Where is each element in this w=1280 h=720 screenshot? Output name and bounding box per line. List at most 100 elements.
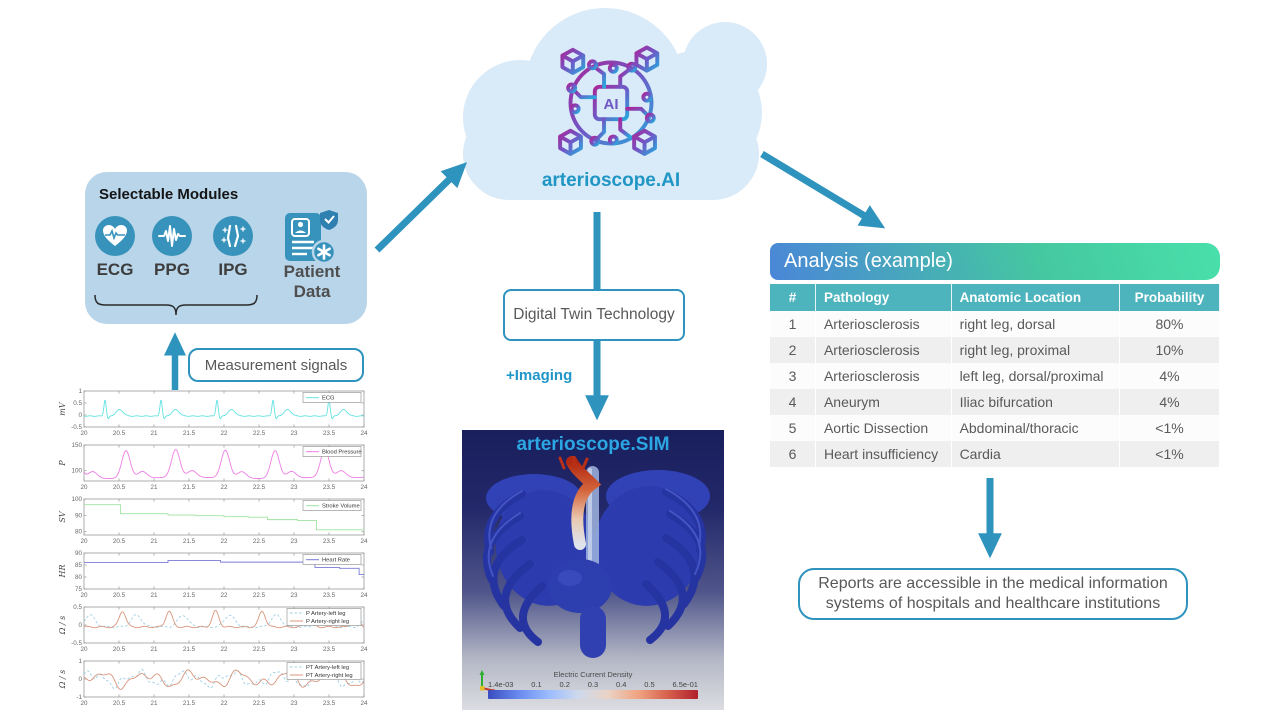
sim-title: arterioscope.SIM xyxy=(516,434,670,455)
svg-text:22.5: 22.5 xyxy=(253,646,266,653)
svg-text:22.5: 22.5 xyxy=(253,592,266,599)
cloud-base xyxy=(463,108,759,200)
svg-text:21.5: 21.5 xyxy=(183,430,196,437)
svg-text:21: 21 xyxy=(150,538,158,545)
svg-text:100: 100 xyxy=(71,496,82,503)
svg-text:21.5: 21.5 xyxy=(183,538,196,545)
svg-text:20.5: 20.5 xyxy=(113,646,126,653)
svg-text:23: 23 xyxy=(290,700,298,707)
ipg-legs-icon xyxy=(213,216,253,256)
svg-text:20: 20 xyxy=(80,646,88,653)
shield-check-icon xyxy=(320,210,338,230)
colorbar-tick: 0.4 xyxy=(616,680,627,689)
svg-text:0.5: 0.5 xyxy=(73,604,82,611)
svg-text:-1: -1 xyxy=(76,694,82,701)
module-label-ecg: ECG xyxy=(96,260,134,279)
svg-text:Blood Pressure: Blood Pressure xyxy=(322,450,362,456)
module-label-ppg: PPG xyxy=(154,260,190,279)
svg-text:21: 21 xyxy=(150,484,158,491)
svg-text:20.5: 20.5 xyxy=(113,430,126,437)
colorbar-tick: 0.5 xyxy=(644,680,655,689)
svg-text:20: 20 xyxy=(80,538,88,545)
table-cell: Iliac bifurcation xyxy=(951,389,1121,415)
svg-text:23: 23 xyxy=(290,484,298,491)
svg-text:Ω / s: Ω / s xyxy=(58,616,67,636)
svg-text:22: 22 xyxy=(220,592,228,599)
svg-text:20: 20 xyxy=(80,484,88,491)
colorbar-gradient xyxy=(488,690,698,699)
table-cell: 3 xyxy=(770,363,816,389)
column-header: Anatomic Location xyxy=(951,284,1121,311)
cloud-title: arterioscope.AI xyxy=(541,170,681,191)
svg-text:80: 80 xyxy=(75,529,83,536)
svg-text:150: 150 xyxy=(71,442,82,449)
table-cell: Aortic Dissection xyxy=(815,415,952,441)
svg-text:21.5: 21.5 xyxy=(183,700,196,707)
table-cell: <1% xyxy=(1119,441,1220,467)
svg-text:1: 1 xyxy=(78,658,82,665)
svg-text:HR: HR xyxy=(58,565,67,579)
svg-text:85: 85 xyxy=(75,562,83,569)
svg-text:22: 22 xyxy=(220,646,228,653)
table-cell: 2 xyxy=(770,337,816,363)
ppg-pulse-icon xyxy=(152,216,192,256)
svg-text:22: 22 xyxy=(220,430,228,437)
ai-chip-icon: AI xyxy=(558,45,660,156)
svg-text:0: 0 xyxy=(78,622,82,629)
table-cell: Abdominal/thoracic xyxy=(951,415,1121,441)
table-cell: Cardia xyxy=(951,441,1121,467)
table-cell: Heart insufficiency xyxy=(815,441,952,467)
svg-text:23.5: 23.5 xyxy=(323,646,336,653)
table-cell: Arteriosclerosis xyxy=(815,311,952,337)
svg-text:1: 1 xyxy=(78,388,82,395)
svg-text:SV: SV xyxy=(58,510,67,522)
svg-text:22.5: 22.5 xyxy=(253,484,266,491)
svg-text:Ω / s: Ω / s xyxy=(58,670,67,690)
svg-text:20.5: 20.5 xyxy=(113,538,126,545)
table-cell: Aneurym xyxy=(815,389,952,415)
arrow-modules-to-cloud xyxy=(374,162,468,253)
svg-text:21: 21 xyxy=(150,430,158,437)
svg-text:20.5: 20.5 xyxy=(113,592,126,599)
svg-text:23.5: 23.5 xyxy=(323,700,336,707)
selectable-modules-box: Selectable Modules xyxy=(85,172,367,324)
ecg-heart-icon xyxy=(95,216,135,256)
svg-text:22: 22 xyxy=(220,700,228,707)
svg-text:P: P xyxy=(58,460,67,467)
svg-text:20: 20 xyxy=(80,700,88,707)
svg-text:24: 24 xyxy=(360,592,368,599)
svg-text:23: 23 xyxy=(290,592,298,599)
svg-text:22.5: 22.5 xyxy=(253,538,266,545)
colorbar-tick: 1.4e-03 xyxy=(488,680,514,689)
svg-text:24: 24 xyxy=(360,538,368,545)
thorax-3d-render xyxy=(482,456,710,658)
brace xyxy=(94,294,258,316)
svg-text:23: 23 xyxy=(290,646,298,653)
table-cell: 4% xyxy=(1119,363,1220,389)
svg-text:PT Artery-right leg: PT Artery-right leg xyxy=(306,673,353,679)
table-cell: right leg, dorsal xyxy=(951,311,1121,337)
imaging-label: +Imaging xyxy=(506,367,573,384)
svg-text:21: 21 xyxy=(150,700,158,707)
analysis-title-bar: Analysis (example) xyxy=(770,243,1220,280)
svg-text:P Artery-right leg: P Artery-right leg xyxy=(306,619,349,625)
svg-text:21: 21 xyxy=(150,592,158,599)
digital-twin-box: Digital Twin Technology xyxy=(503,289,685,341)
svg-text:-0.5: -0.5 xyxy=(71,640,82,647)
column-header: Probability xyxy=(1119,284,1220,311)
svg-text:21.5: 21.5 xyxy=(183,646,196,653)
table-cell: 4 xyxy=(770,389,816,415)
modules-title: Selectable Modules xyxy=(99,186,239,203)
svg-text:23.5: 23.5 xyxy=(323,592,336,599)
